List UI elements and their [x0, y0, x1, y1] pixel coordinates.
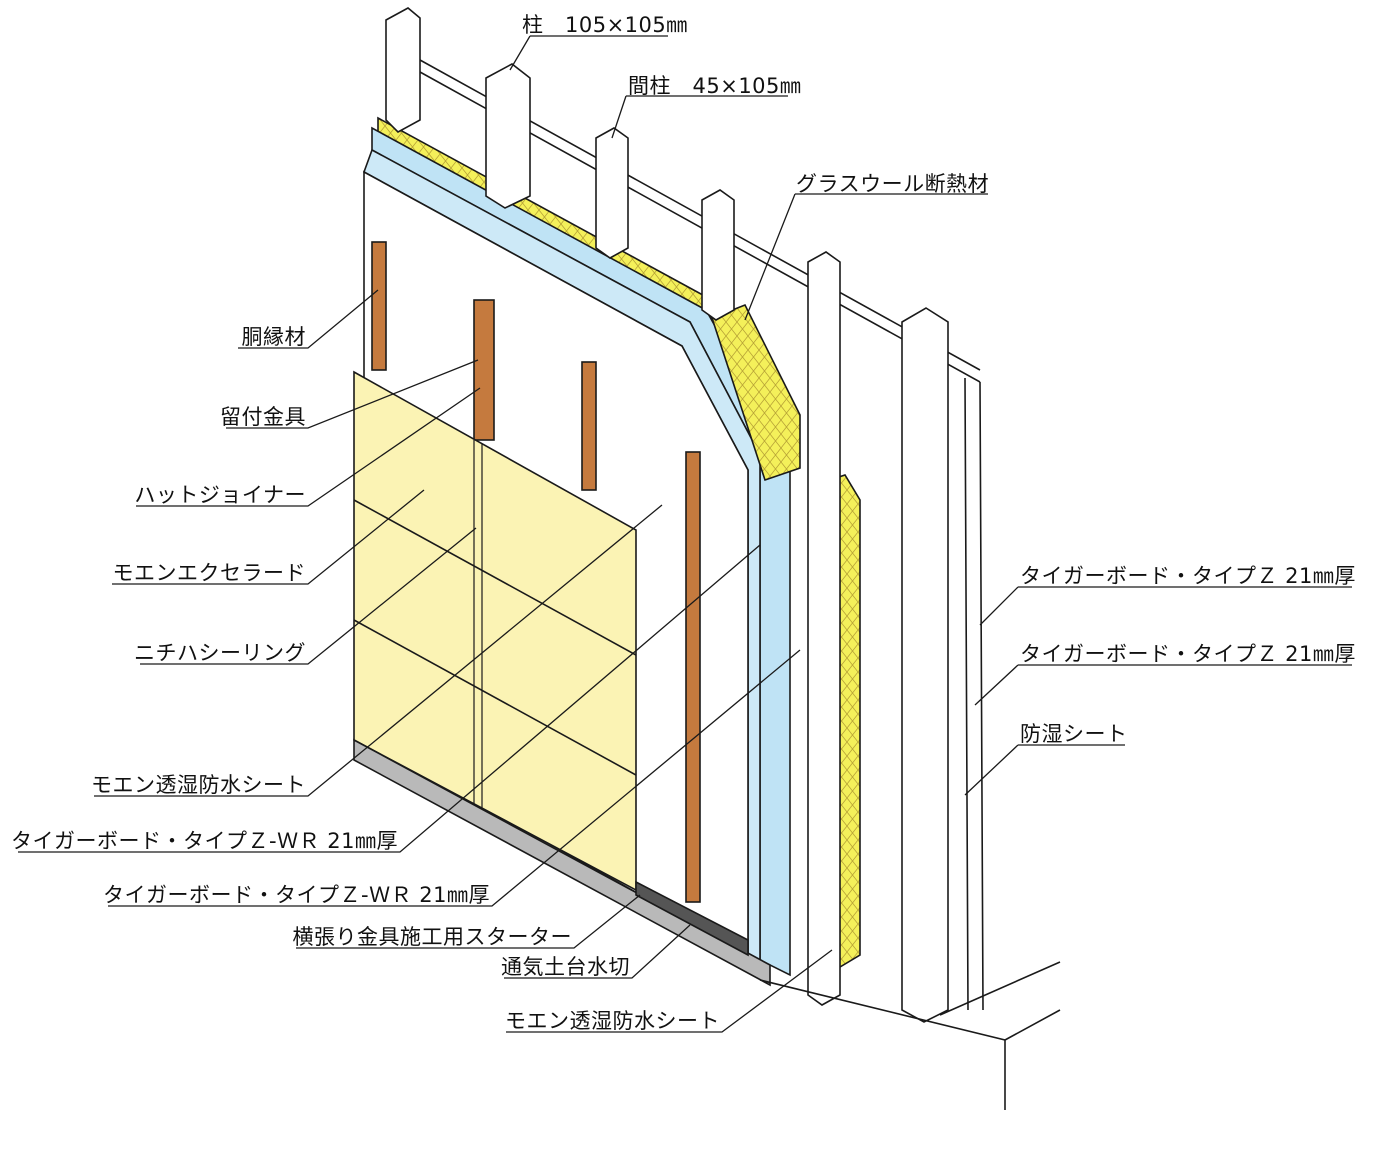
- label-board-wr-1: タイガーボード・タイプＺ-ＷＲ 21㎜厚: [11, 829, 398, 853]
- furring-3: [581, 361, 597, 491]
- label-vapor-sheet: 防湿シート: [1020, 722, 1128, 746]
- stud-1: [595, 127, 629, 259]
- sill-flashing: [635, 880, 749, 957]
- label-stud: 間柱 45×105㎜: [628, 74, 802, 98]
- siding-joint-h1: [353, 499, 637, 656]
- post-2: [485, 63, 531, 209]
- label-board-z-1: タイガーボード・タイプＺ 21㎜厚: [1020, 564, 1356, 588]
- label-starter: 横張り金具施工用スターター: [292, 925, 572, 949]
- label-furring: 胴縁材: [241, 325, 306, 349]
- label-wrap-sheet-outer: モエン透湿防水シート: [91, 773, 306, 797]
- label-sill-flashing: 通気土台水切: [501, 955, 630, 979]
- post-3: [807, 251, 841, 1006]
- label-glasswool: グラスウール断熱材: [796, 172, 990, 196]
- side-insulation-top: [711, 303, 801, 482]
- furring-4: [685, 451, 701, 903]
- furring-1: [371, 241, 387, 371]
- hat-joiner-line: [473, 440, 483, 812]
- furring-2: [473, 299, 495, 441]
- stud-2: [701, 189, 735, 321]
- post-4: [901, 307, 949, 1023]
- foundation: [759, 961, 1061, 1110]
- starter-rail: [353, 738, 771, 987]
- label-siding: モエンエクセラード: [112, 561, 306, 585]
- label-board-z-2: タイガーボード・タイプＺ 21㎜厚: [1020, 642, 1356, 666]
- post-1: [385, 7, 421, 133]
- label-column: 柱 105×105㎜: [522, 13, 688, 37]
- label-board-wr-2: タイガーボード・タイプＺ-ＷＲ 21㎜厚: [103, 883, 490, 907]
- label-sealing: ニチハシーリング: [134, 641, 306, 665]
- right-back-frame: [964, 377, 984, 1011]
- label-hat-joiner: ハットジョイナー: [134, 483, 306, 507]
- siding-joint-h2: [353, 619, 637, 776]
- label-fastener: 留付金具: [220, 405, 306, 429]
- leader-lines: [18, 35, 1352, 1033]
- label-wrap-sheet-inner: モエン透湿防水シート: [505, 1009, 720, 1033]
